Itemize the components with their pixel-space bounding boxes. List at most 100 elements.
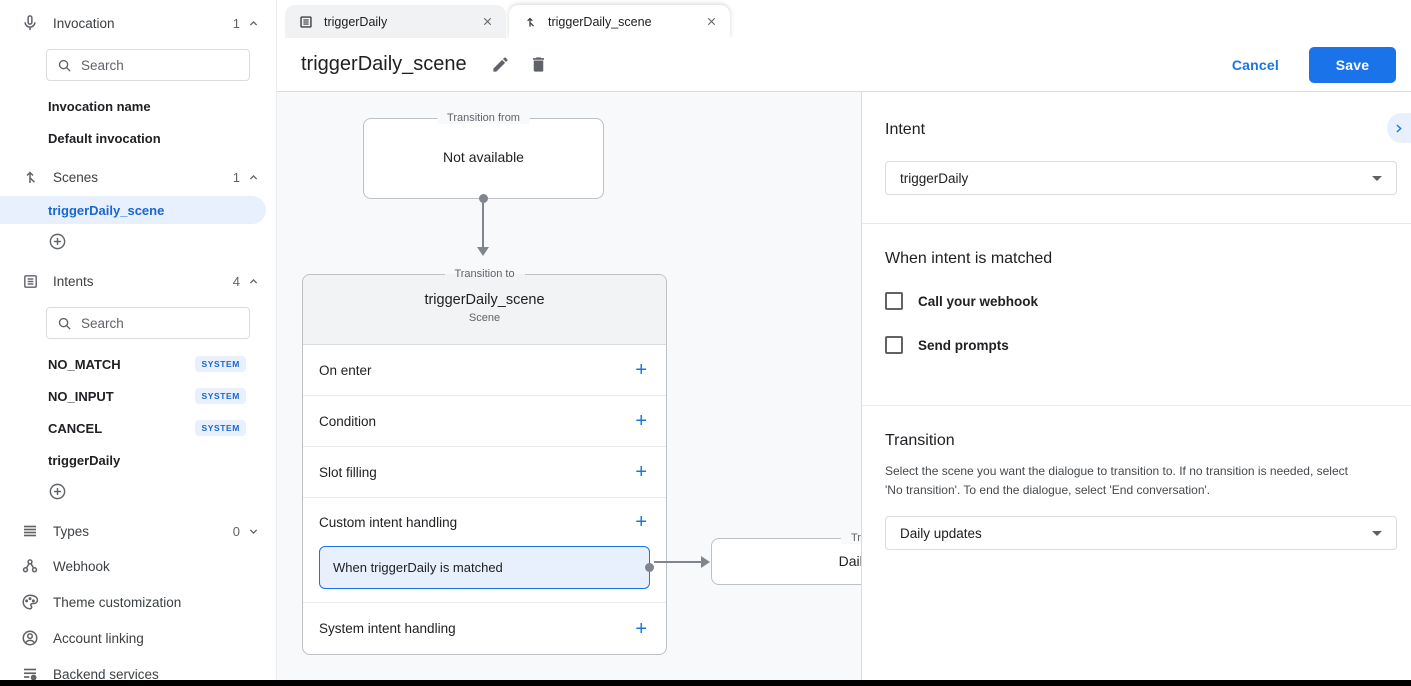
node-content: Daily updates bbox=[838, 553, 861, 569]
intent-dropdown[interactable]: triggerDaily bbox=[885, 161, 1397, 195]
intent-detail-panel: Intent triggerDaily When intent is match… bbox=[861, 92, 1411, 686]
caret-down-icon bbox=[1372, 530, 1382, 536]
save-button[interactable]: Save bbox=[1309, 46, 1396, 83]
section-count: 1 bbox=[232, 169, 240, 185]
checkbox-call-webhook[interactable] bbox=[885, 292, 903, 310]
row-label: System intent handling bbox=[319, 621, 456, 636]
edit-icon[interactable] bbox=[491, 55, 511, 75]
node-label: Transition from bbox=[437, 112, 530, 124]
item-label: Backend services bbox=[53, 666, 159, 682]
sidebar-section-invocation[interactable]: Invocation 1 bbox=[0, 6, 276, 40]
node-label: Transition to bbox=[840, 532, 861, 544]
webhook-icon bbox=[20, 556, 40, 576]
chevron-up-icon[interactable] bbox=[246, 15, 262, 31]
sidebar: Invocation 1 Invocation name Default inv… bbox=[0, 0, 277, 686]
transition-heading: Transition bbox=[885, 432, 955, 449]
arrowhead-down bbox=[477, 247, 489, 256]
connector-line-vertical bbox=[482, 199, 484, 249]
section-label: Intents bbox=[53, 273, 94, 289]
call-webhook-option[interactable]: Call your webhook bbox=[885, 291, 1397, 311]
row-label: Condition bbox=[319, 413, 377, 429]
item-label: Default invocation bbox=[48, 130, 161, 146]
sidebar-item-no-input[interactable]: NO_INPUT SYSTEM bbox=[0, 380, 276, 412]
sidebar-item-invocation-name[interactable]: Invocation name bbox=[0, 90, 276, 122]
tab-triggerdaily-scene[interactable]: triggerDaily_scene bbox=[509, 5, 730, 38]
row-label: Slot filling bbox=[319, 464, 377, 480]
scene-row-on-enter[interactable]: On enter + bbox=[303, 345, 666, 396]
invocation-search-input[interactable] bbox=[81, 57, 239, 73]
connector-line-horizontal bbox=[654, 561, 703, 563]
close-icon[interactable] bbox=[702, 13, 720, 31]
section-count: 0 bbox=[232, 523, 240, 539]
section-label: Types bbox=[53, 523, 90, 539]
connector-dot bbox=[645, 563, 654, 572]
sidebar-section-scenes[interactable]: Scenes 1 bbox=[0, 160, 276, 194]
delete-icon[interactable] bbox=[529, 55, 549, 75]
sidebar-item-backend-services[interactable]: Backend services bbox=[0, 656, 276, 686]
sidebar-item-triggerdaily-scene[interactable]: triggerDaily_scene bbox=[0, 196, 266, 224]
cancel-button[interactable]: Cancel bbox=[1231, 56, 1279, 73]
item-label: CANCEL bbox=[48, 420, 103, 436]
scene-node-title: triggerDaily_scene bbox=[424, 292, 545, 308]
add-system-intent-button[interactable]: + bbox=[635, 617, 647, 640]
transition-description: Select the scene you want the dialogue t… bbox=[885, 464, 1348, 497]
intent-icon bbox=[299, 14, 314, 29]
section-label: Scenes bbox=[53, 169, 99, 185]
checkbox-send-prompts[interactable] bbox=[885, 336, 903, 354]
add-scene-button[interactable] bbox=[0, 226, 276, 256]
scene-row-system-intent-handling[interactable]: System intent handling + bbox=[303, 603, 666, 654]
tab-triggerdaily[interactable]: triggerDaily bbox=[285, 5, 506, 38]
intent-dropdown-value: triggerDaily bbox=[900, 170, 969, 186]
system-badge: SYSTEM bbox=[195, 420, 246, 436]
transition-dropdown[interactable]: Daily updates bbox=[885, 516, 1397, 550]
sidebar-item-account-linking[interactable]: Account linking bbox=[0, 620, 276, 656]
item-label: NO_INPUT bbox=[48, 388, 114, 404]
row-label: On enter bbox=[319, 362, 372, 378]
section-count: 4 bbox=[232, 273, 240, 289]
custom-intent-handling-header[interactable]: Custom intent handling + bbox=[303, 498, 666, 546]
item-label: NO_MATCH bbox=[48, 356, 121, 372]
add-slot-filling-button[interactable]: + bbox=[635, 461, 647, 483]
sidebar-section-types[interactable]: Types 0 bbox=[0, 514, 276, 548]
add-condition-button[interactable]: + bbox=[635, 410, 647, 432]
close-icon[interactable] bbox=[478, 13, 496, 31]
add-on-enter-button[interactable]: + bbox=[635, 359, 647, 381]
system-badge: SYSTEM bbox=[195, 388, 246, 404]
when-matched-heading: When intent is matched bbox=[885, 250, 1053, 267]
sidebar-item-theme-customization[interactable]: Theme customization bbox=[0, 584, 276, 620]
account-circle-icon bbox=[20, 628, 40, 648]
sidebar-section-intents[interactable]: Intents 4 bbox=[0, 264, 276, 298]
chevron-down-icon[interactable] bbox=[246, 523, 262, 539]
item-label: triggerDaily bbox=[48, 452, 121, 468]
sidebar-item-webhook[interactable]: Webhook bbox=[0, 548, 276, 584]
transition-target-node[interactable]: Transition to Daily updates bbox=[711, 532, 861, 585]
add-intent-button[interactable] bbox=[0, 476, 276, 506]
intents-search-input[interactable] bbox=[81, 315, 239, 331]
caret-down-icon bbox=[1372, 175, 1382, 181]
send-prompts-option[interactable]: Send prompts bbox=[885, 335, 1397, 355]
intents-search bbox=[46, 307, 250, 339]
divider bbox=[862, 405, 1411, 406]
sidebar-item-cancel[interactable]: CANCEL SYSTEM bbox=[0, 412, 276, 444]
sidebar-item-triggerdaily[interactable]: triggerDaily bbox=[0, 444, 276, 476]
sidebar-item-default-invocation[interactable]: Default invocation bbox=[0, 122, 276, 154]
scene-node-triggerdaily-scene[interactable]: Transition to triggerDaily_scene Scene O… bbox=[302, 268, 667, 655]
main-area: triggerDaily triggerDaily_scene triggerD… bbox=[277, 0, 1411, 686]
checkbox-label: Call your webhook bbox=[918, 293, 1039, 309]
transition-from-node[interactable]: Transition from Not available bbox=[363, 112, 604, 199]
matched-intent-card[interactable]: When triggerDaily is matched bbox=[319, 546, 654, 589]
chevron-up-icon[interactable] bbox=[246, 273, 262, 289]
scene-node-header: triggerDaily_scene Scene bbox=[303, 275, 666, 345]
add-custom-intent-button[interactable]: + bbox=[635, 511, 647, 533]
collapse-panel-button[interactable] bbox=[1387, 113, 1411, 143]
invocation-search bbox=[46, 49, 250, 81]
scene-icon bbox=[20, 167, 40, 187]
microphone-icon bbox=[20, 13, 40, 33]
sidebar-item-no-match[interactable]: NO_MATCH SYSTEM bbox=[0, 348, 276, 380]
scene-row-slot-filling[interactable]: Slot filling + bbox=[303, 447, 666, 498]
scene-row-condition[interactable]: Condition + bbox=[303, 396, 666, 447]
scene-graph-canvas[interactable]: Transition from Not available Transition… bbox=[277, 92, 861, 686]
item-label: Theme customization bbox=[53, 594, 182, 610]
chevron-up-icon[interactable] bbox=[246, 169, 262, 185]
